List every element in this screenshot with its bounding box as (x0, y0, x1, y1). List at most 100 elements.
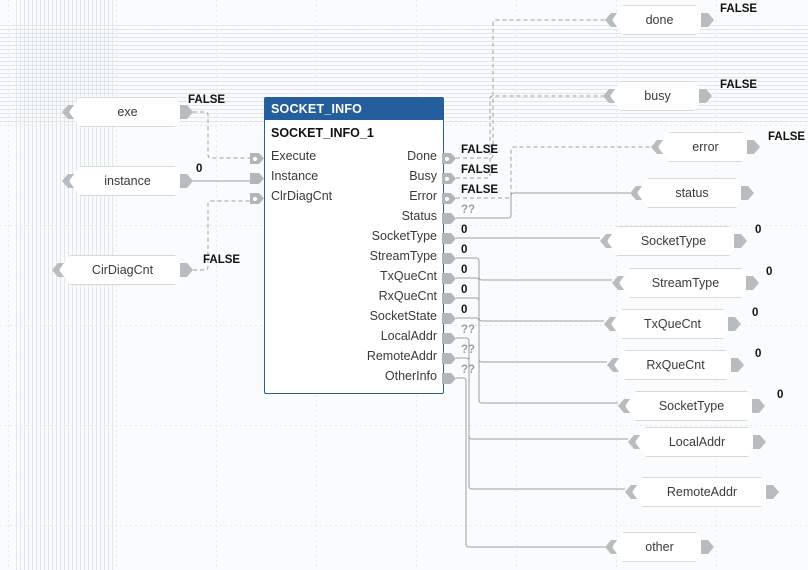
function-block-instance-name: SOCKET_INFO_1 (271, 126, 374, 140)
output-pin-txquecnt[interactable] (442, 273, 456, 284)
variable-label-busy: busy (610, 81, 705, 111)
output-pin-label-remoteaddr[interactable]: RemoteAddr (366, 349, 437, 363)
output-pin-label-error[interactable]: Error (409, 189, 437, 203)
output-value-socketstate: 0 (461, 304, 468, 316)
output-pin-label-localaddr[interactable]: LocalAddr (380, 329, 437, 343)
variable-node-busy[interactable]: busy (603, 81, 712, 111)
connector-cap-right (699, 89, 712, 103)
output-value-txquecnt: 0 (461, 264, 468, 276)
output-pin-label-sockettype[interactable]: SocketType (371, 229, 437, 243)
input-pin-label-instance[interactable]: Instance (271, 169, 319, 183)
variable-node-cirdiagcnt[interactable]: CirDiagCnt (52, 255, 193, 285)
input-pin-instance[interactable] (250, 173, 264, 184)
output-pin-label-txquecnt[interactable]: TxQueCnt (380, 269, 437, 283)
connector-cap-right (701, 13, 714, 27)
variable-value-cirdiagcnt: FALSE (203, 254, 241, 266)
output-pin-label-done[interactable]: Done (407, 149, 437, 163)
variable-label-localaddr: LocalAddr (635, 427, 759, 457)
variable-label-error: error (658, 132, 753, 162)
output-pin-streamtype[interactable] (442, 253, 456, 264)
variable-value-txquecnt: 0 (752, 307, 759, 319)
variable-label-status: status (637, 178, 747, 208)
variable-label-cirdiagcnt: CirDiagCnt (59, 255, 186, 285)
variable-label-streamtype: StreamType (619, 268, 752, 298)
variable-node-localaddr[interactable]: LocalAddr (628, 427, 766, 457)
output-pin-label-status[interactable]: Status (401, 209, 437, 223)
output-pin-localaddr[interactable] (442, 333, 456, 344)
connector-cap-right (701, 540, 714, 554)
output-value-sockettype: 0 (461, 224, 468, 236)
connector-cap-right (741, 186, 754, 200)
input-pin-clrdiagcnt[interactable] (250, 193, 264, 204)
output-pin-sockettype[interactable] (442, 233, 456, 244)
output-pin-label-socketstate[interactable]: SocketState (369, 309, 437, 323)
variable-value-sockettype-1: 0 (755, 224, 762, 236)
wire-rxquecnt-out (456, 297, 607, 363)
input-pin-label-clrdiagcnt[interactable]: ClrDiagCnt (271, 189, 333, 203)
output-value-error: FALSE (461, 184, 499, 196)
output-value-status: ?? (461, 204, 476, 216)
input-pin-execute[interactable] (250, 153, 264, 164)
variable-label-txquecnt: TxQueCnt (611, 309, 734, 339)
variable-node-txquecnt[interactable]: TxQueCnt (604, 309, 741, 339)
connector-cap-right (728, 317, 741, 331)
output-pin-label-busy[interactable]: Busy (409, 169, 437, 183)
variable-node-streamtype[interactable]: StreamType (612, 268, 759, 298)
output-value-rxquecnt: 0 (461, 284, 468, 296)
output-pin-remoteaddr[interactable] (442, 353, 456, 364)
output-value-remoteaddr: ?? (461, 344, 476, 356)
variable-node-sockettype-1[interactable]: SocketType (600, 226, 747, 256)
variable-label-done: done (612, 5, 707, 35)
output-pin-error[interactable] (442, 193, 456, 204)
variable-label-sockettype-2: SocketType (625, 391, 758, 421)
variable-node-status[interactable]: status (630, 178, 754, 208)
connector-cap-right (731, 358, 744, 372)
connector-cap-right (180, 174, 193, 188)
connector-cap-right (734, 234, 747, 248)
variable-value-exe: FALSE (188, 94, 226, 106)
wire-txquecnt-out (456, 277, 604, 322)
input-pin-label-execute[interactable]: Execute (271, 149, 317, 163)
variable-label-remoteaddr: RemoteAddr (632, 477, 772, 507)
variable-value-streamtype: 0 (766, 266, 773, 278)
variable-value-sockettype-2: 0 (777, 389, 784, 401)
function-block-type-name: SOCKET_INFO (265, 98, 443, 120)
wire-localaddr-out (456, 337, 628, 440)
variable-value-rxquecnt: 0 (755, 348, 762, 360)
variable-node-sockettype-2[interactable]: SocketType (618, 391, 765, 421)
wire-streamtype-out (456, 257, 612, 281)
output-value-otherinfo: ?? (461, 364, 476, 376)
output-value-localaddr: ?? (461, 324, 476, 336)
output-pin-label-streamtype[interactable]: StreamType (369, 249, 437, 263)
variable-value-done: FALSE (720, 3, 758, 15)
output-pin-rxquecnt[interactable] (442, 293, 456, 304)
output-pin-status[interactable] (442, 213, 456, 224)
wire-exe-execute (186, 111, 253, 159)
output-pin-label-rxquecnt[interactable]: RxQueCnt (378, 289, 437, 303)
variable-label-exe: exe (69, 97, 186, 127)
connector-cap-right (746, 276, 759, 290)
connector-cap-right (180, 105, 193, 119)
variable-node-rxquecnt[interactable]: RxQueCnt (607, 350, 744, 380)
output-pin-socketstate[interactable] (442, 313, 456, 324)
variable-node-error[interactable]: error (651, 132, 760, 162)
output-pin-busy[interactable] (442, 173, 456, 184)
variable-node-done[interactable]: done (605, 5, 714, 35)
output-value-busy: FALSE (461, 164, 499, 176)
output-pin-label-otherinfo[interactable]: OtherInfo (384, 369, 437, 383)
variable-node-other[interactable]: other (605, 532, 714, 562)
wire-otherinfo-out (456, 377, 605, 548)
function-block-body: Execute Instance ClrDiagCnt Done Busy Er… (265, 146, 443, 386)
variable-value-error: FALSE (768, 131, 806, 143)
variable-node-exe[interactable]: exe (62, 97, 193, 127)
variable-node-remoteaddr[interactable]: RemoteAddr (625, 477, 779, 507)
output-pin-done[interactable] (442, 153, 456, 164)
connector-cap-right (752, 399, 765, 413)
wire-socketstate-out (456, 317, 618, 404)
variable-node-instance[interactable]: instance (62, 166, 193, 196)
variable-value-instance: 0 (196, 163, 203, 175)
variable-label-other: other (612, 532, 707, 562)
output-pin-otherinfo[interactable] (442, 373, 456, 384)
function-block-socket-info[interactable]: SOCKET_INFO SOCKET_INFO_1 Execute Instan… (264, 97, 444, 394)
